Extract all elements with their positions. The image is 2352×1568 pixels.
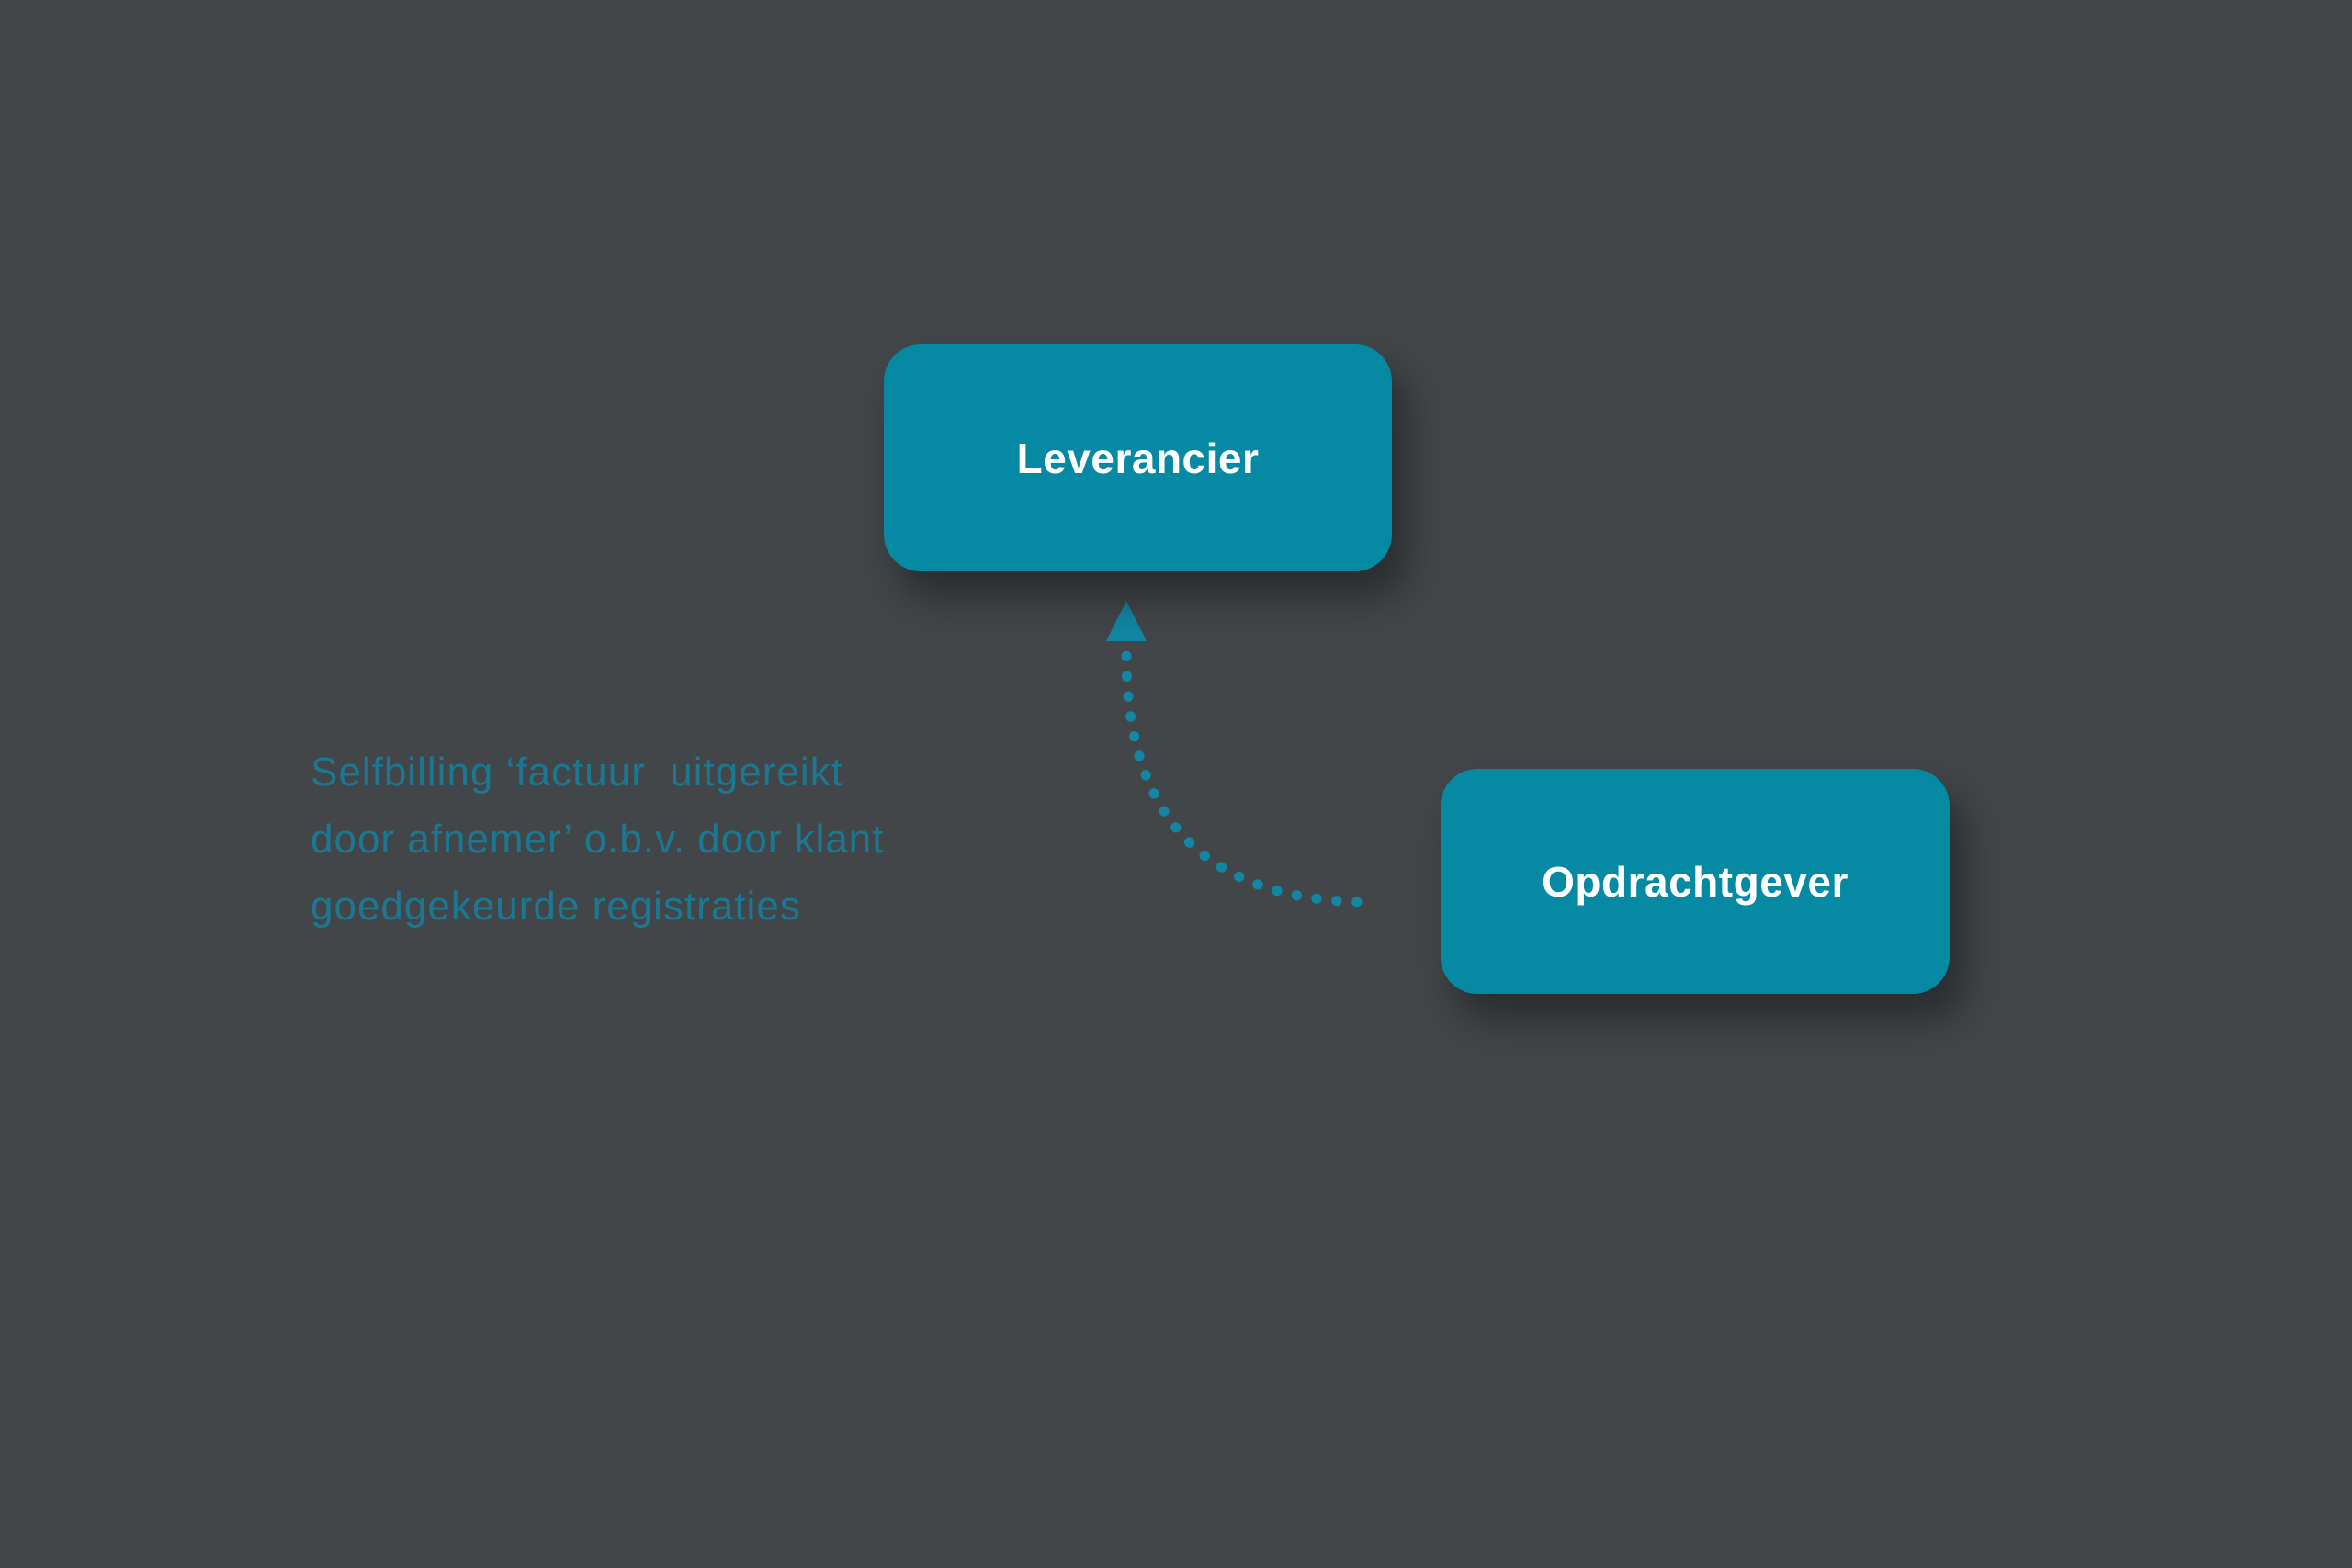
node-opdrachtgever: Opdrachtgever: [1441, 769, 1950, 994]
dotted-connector-line: [1121, 650, 1376, 908]
selfbilling-annotation: Selfbilling ‘factuur uitgereikt door afn…: [311, 750, 885, 929]
node-leverancier: Leverancier: [884, 344, 1392, 571]
node-opdrachtgever-label: Opdrachtgever: [1542, 857, 1849, 906]
node-leverancier-label: Leverancier: [1016, 434, 1260, 482]
arrowhead-up-icon: [1106, 601, 1147, 641]
